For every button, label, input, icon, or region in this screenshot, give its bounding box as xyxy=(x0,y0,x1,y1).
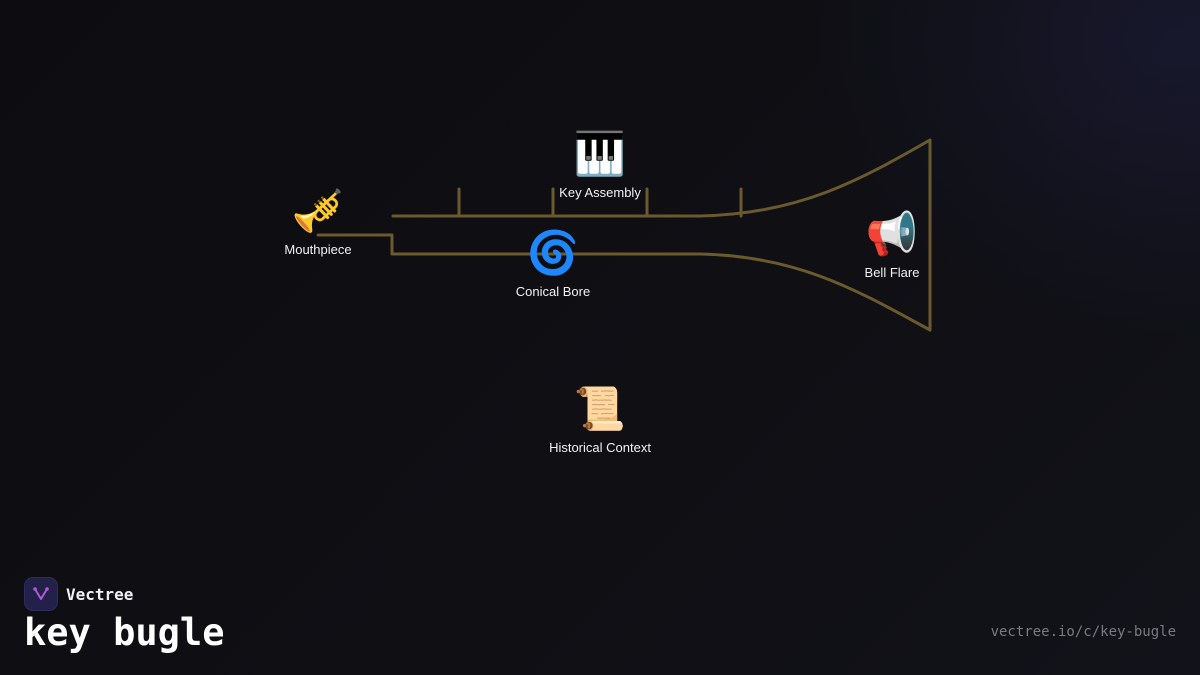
page-url[interactable]: vectree.io/c/key-bugle xyxy=(990,624,1176,640)
node-label: Historical Context xyxy=(549,440,651,455)
node-label: Conical Bore xyxy=(515,284,591,299)
node-key-assembly: 🎹 Key Assembly xyxy=(520,129,680,200)
node-bell-flare: 📢 Bell Flare xyxy=(812,209,972,280)
brand: Vectree xyxy=(24,577,133,611)
node-conical-bore: 🌀 Conical Bore xyxy=(473,228,633,299)
mouthpiece-tube xyxy=(316,233,394,256)
upper-tube xyxy=(391,138,932,332)
trumpet-icon: 🎺 xyxy=(291,187,345,234)
node-mouthpiece: 🎺 Mouthpiece xyxy=(238,186,398,257)
spiral-icon: 🌀 xyxy=(526,229,580,276)
megaphone-icon: 📢 xyxy=(865,210,919,257)
scroll-icon: 📜 xyxy=(573,385,627,432)
lower-tube xyxy=(391,252,932,332)
vectree-logo-icon xyxy=(24,577,58,611)
piano-keys-icon: 🎹 xyxy=(573,130,627,177)
node-label: Key Assembly xyxy=(559,185,641,200)
node-label: Mouthpiece xyxy=(284,242,352,257)
page-title: key bugle xyxy=(24,611,225,654)
node-label: Bell Flare xyxy=(864,265,920,280)
brand-name: Vectree xyxy=(66,584,134,604)
node-historical-context: 📜 Historical Context xyxy=(520,384,680,455)
